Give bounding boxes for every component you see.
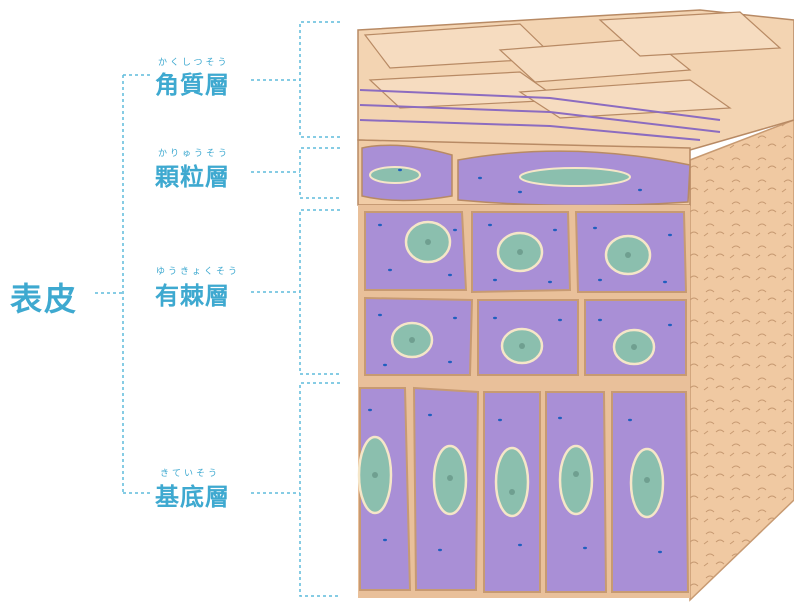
layer-label-basal: 基底層 [155, 477, 230, 512]
layer-label-spinous: 有棘層 [155, 276, 230, 311]
epidermis-title: 表皮 [10, 274, 78, 320]
layer-label-granular: 顆粒層 [155, 157, 230, 192]
layer-label-corneum: 角質層 [155, 65, 230, 100]
